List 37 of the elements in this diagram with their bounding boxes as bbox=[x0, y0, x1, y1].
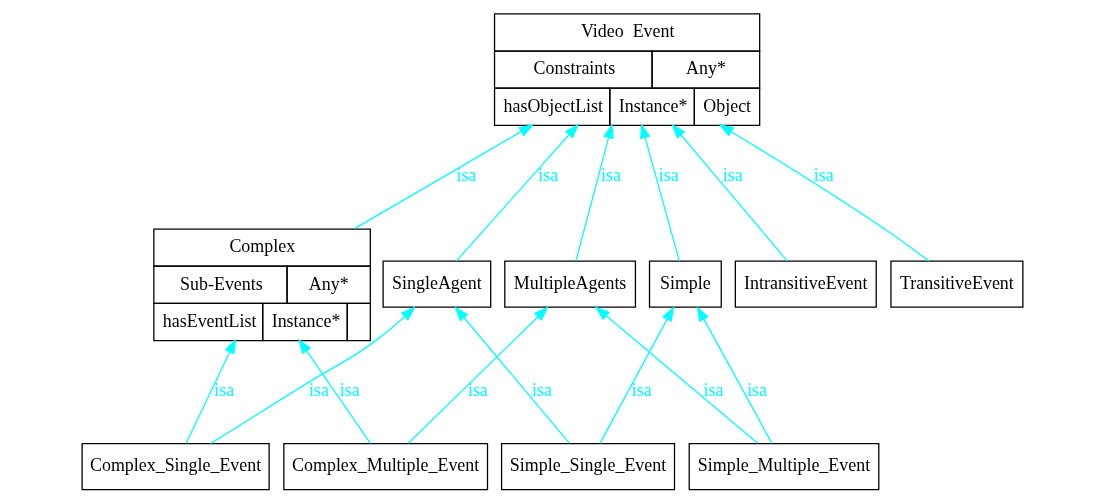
edge-label: isa bbox=[456, 165, 477, 186]
arrow bbox=[696, 306, 773, 444]
edge-label: isa bbox=[631, 380, 652, 401]
arrow bbox=[671, 123, 788, 262]
edge-label: isa bbox=[601, 165, 622, 186]
edge-label: isa bbox=[309, 380, 330, 401]
arrow bbox=[454, 306, 571, 444]
edge-label: isa bbox=[722, 165, 743, 186]
arrow bbox=[640, 123, 680, 262]
edge-label: isa bbox=[467, 380, 488, 401]
arrow bbox=[594, 306, 759, 444]
edge-label: isa bbox=[747, 380, 768, 401]
arrow bbox=[718, 124, 930, 262]
node-box: SingleAgent bbox=[382, 260, 492, 308]
arrow bbox=[599, 306, 675, 444]
arrow bbox=[185, 338, 237, 444]
edge-label: isa bbox=[658, 165, 679, 186]
edge-label: isa bbox=[813, 165, 834, 186]
node-box: TransitiveEvent bbox=[890, 260, 1024, 308]
node-box: Simple_Multiple_Event bbox=[688, 443, 880, 491]
edge-label: isa bbox=[214, 380, 235, 401]
arrow bbox=[210, 306, 416, 445]
arrow bbox=[455, 123, 580, 262]
arrow bbox=[407, 306, 549, 444]
node-box: MultipleAgents bbox=[504, 260, 637, 308]
arrow bbox=[298, 338, 372, 444]
edge-label: isa bbox=[538, 165, 559, 186]
node-box: Simple bbox=[648, 260, 722, 308]
node-box: IntransitiveEvent bbox=[734, 260, 877, 308]
node-box: Complex_Multiple_Event bbox=[283, 443, 489, 491]
arrow bbox=[354, 124, 535, 230]
node-box: Simple_Single_Event bbox=[500, 443, 676, 491]
edge-label: isa bbox=[339, 380, 360, 401]
edge-label: isa bbox=[531, 380, 552, 401]
node-box: Complex_Single_Event bbox=[81, 443, 270, 491]
edge-label: isa bbox=[703, 380, 724, 401]
arrow bbox=[575, 123, 614, 262]
